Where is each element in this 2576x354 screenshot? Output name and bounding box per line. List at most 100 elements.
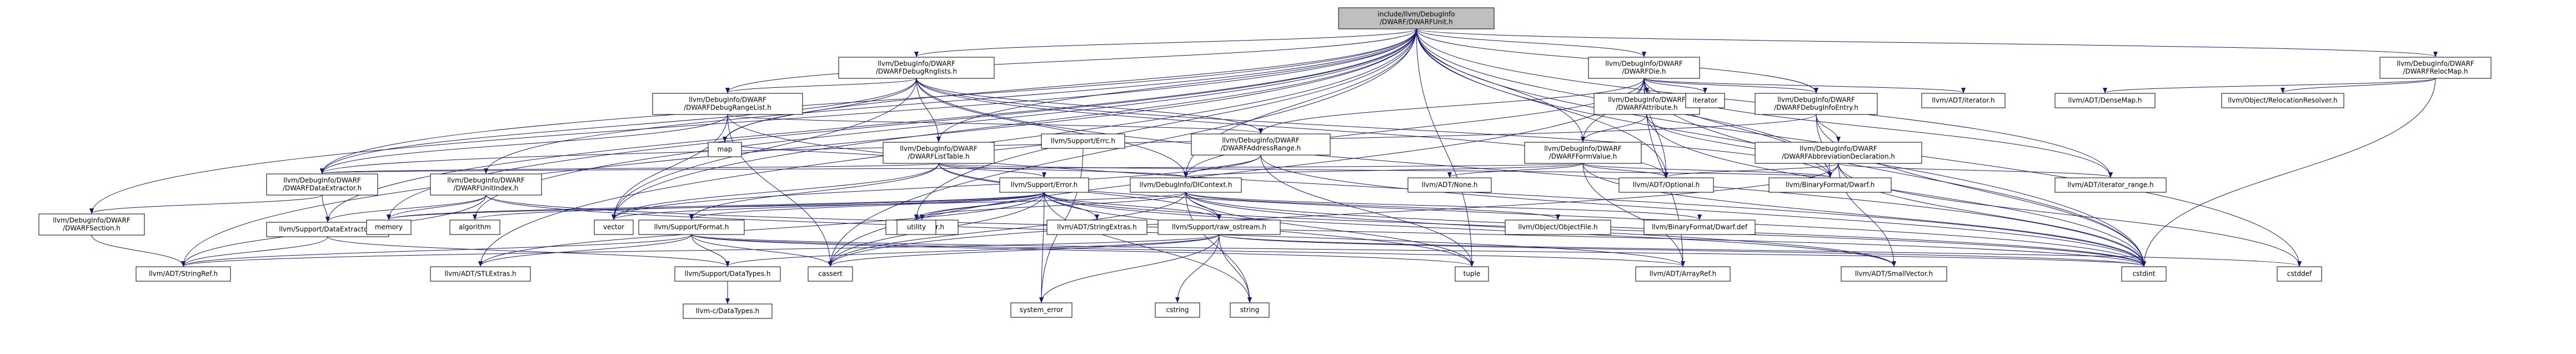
edge-formvalue-to-dicontext: [1184, 163, 1583, 178]
node-addressrange[interactable]: llvm/DebugInfo/DWARF/DWARFAddressRange.h: [1191, 133, 1331, 156]
node-abbrevdecl[interactable]: llvm/DebugInfo/DWARF/DWARFAbbreviationDe…: [1755, 142, 1922, 164]
node-relocmap[interactable]: llvm/DebugInfo/DWARF/DWARFRelocMap.h: [2379, 57, 2492, 79]
node-cdatatypes[interactable]: llvm-c/DataTypes.h: [683, 303, 773, 319]
node-datatypes-box: [674, 266, 781, 282]
node-stringextras[interactable]: llvm/ADT/StringExtras.h: [1046, 220, 1147, 235]
edge-listtable-to-supporterror: [938, 163, 1046, 178]
node-system_error[interactable]: system_error: [1010, 302, 1073, 318]
node-stlextras[interactable]: llvm/ADT/STLExtras.h: [430, 266, 531, 282]
node-iterator[interactable]: iterator: [1685, 93, 1725, 108]
node-root-box: [1338, 7, 1495, 29]
node-dicontext-box: [1130, 177, 1242, 193]
node-root-label-0: include/llvm/DebugInfo: [1377, 11, 1455, 18]
node-stlextras-label-0: llvm/ADT/STLExtras.h: [444, 270, 516, 278]
node-utility[interactable]: utility: [896, 220, 936, 235]
node-iterrange[interactable]: llvm/ADT/iterator_range.h: [2054, 177, 2167, 193]
node-dwarfh[interactable]: llvm/BinaryFormat/Dwarf.h: [1768, 177, 1892, 193]
edge-root-to-relocmap: [1416, 28, 2438, 57]
node-datatypes[interactable]: llvm/Support/DataTypes.h: [674, 266, 781, 282]
node-debugrnglists[interactable]: llvm/DebugInfo/DWARF/DWARFDebugRnglists.…: [838, 57, 995, 79]
node-formvalue-label-1: /DWARFFormValue.h: [1549, 153, 1617, 161]
edge-relocmap-to-relocresolver: [2281, 78, 2436, 93]
node-densemap-box: [2054, 93, 2156, 108]
edge-supporterror-to-utility: [914, 192, 1045, 220]
node-raw_ostream[interactable]: llvm/Support/raw_ostream.h: [1157, 220, 1281, 235]
node-memory[interactable]: memory: [366, 220, 412, 235]
edge-die-to-debuginfoentry: [1643, 78, 1818, 93]
node-listtable[interactable]: llvm/DebugInfo/DWARF/DWARFListTable.h: [883, 142, 995, 164]
node-objectfile[interactable]: llvm/Object/ObjectFile.h: [1505, 220, 1611, 235]
node-map[interactable]: map: [708, 142, 742, 157]
edge-attribute-to-cstdint: [1646, 114, 2146, 267]
node-objectfile-box: [1505, 220, 1611, 235]
node-cstddef[interactable]: cstddef: [2277, 266, 2322, 282]
node-unitindex[interactable]: llvm/DebugInfo/DWARF/DWARFUnitIndex.h: [430, 173, 542, 196]
edge-debugrnglists-to-addressrange: [916, 78, 1263, 134]
node-formvalue[interactable]: llvm/DebugInfo/DWARF/DWARFFormValue.h: [1524, 142, 1642, 164]
node-supporterror[interactable]: llvm/Support/Error.h: [999, 177, 1089, 193]
edge-addressrange-to-cstdint: [1260, 154, 2146, 267]
edge-supportformat-to-tuple: [691, 234, 1474, 267]
edge-root-to-tuple: [1416, 28, 1474, 267]
edge-listtable-to-dataextractor: [320, 163, 939, 174]
node-supportformat-label-0: llvm/Support/Format.h: [654, 223, 729, 231]
node-optional-box: [1618, 177, 1714, 193]
node-smallvector-box: [1841, 266, 1947, 282]
node-cstdint-label-0: cstdint: [2133, 270, 2156, 278]
node-section[interactable]: llvm/DebugInfo/DWARF/DWARFSection.h: [38, 213, 145, 236]
node-arrayref[interactable]: llvm/ADT/ArrayRef.h: [1635, 266, 1731, 282]
node-dwarfdef-box: [1643, 220, 1756, 235]
node-relocresolver[interactable]: llvm/Object/RelocationResolver.h: [2221, 93, 2344, 108]
node-dicontext[interactable]: llvm/DebugInfo/DIContext.h: [1130, 177, 1242, 193]
node-iterator-label-0: iterator: [1693, 97, 1718, 104]
node-raw_ostream-label-0: llvm/Support/raw_ostream.h: [1172, 223, 1266, 231]
node-none-box: [1407, 177, 1492, 193]
edge-raw_ostream-to-system_error: [1039, 234, 1220, 303]
node-attribute[interactable]: llvm/DebugInfo/DWARF/DWARFAttribute.h: [1593, 93, 1700, 115]
node-dwarfdef[interactable]: llvm/BinaryFormat/Dwarf.def: [1643, 220, 1756, 235]
node-optional[interactable]: llvm/ADT/Optional.h: [1618, 177, 1714, 193]
node-debugrangelist-box: [652, 93, 803, 115]
node-cstring[interactable]: cstring: [1155, 302, 1200, 318]
node-string[interactable]: string: [1230, 302, 1270, 318]
edge-dicontext-to-objectfile: [1185, 192, 1560, 220]
node-vector[interactable]: vector: [594, 220, 634, 235]
node-listtable-label-1: /DWARFListTable.h: [908, 153, 969, 161]
edge-debugrangelist-to-vector: [612, 114, 728, 220]
node-system_error-box: [1010, 302, 1073, 318]
node-debugrnglists-box: [838, 57, 995, 79]
header-nodes: include/llvm/DebugInfo/DWARF/DWARFUnit.h…: [38, 7, 2492, 319]
node-cstdint[interactable]: cstdint: [2121, 266, 2167, 282]
node-dataextractor[interactable]: llvm/DebugInfo/DWARF/DWARFDataExtractor.…: [266, 173, 378, 196]
node-none[interactable]: llvm/ADT/None.h: [1407, 177, 1492, 193]
edge-attribute-to-dwarfh: [1646, 114, 1832, 178]
node-adtiterator[interactable]: llvm/ADT/iterator.h: [1921, 93, 2006, 108]
edge-debugrangelist-to-dataextractor: [320, 114, 728, 174]
node-die-label-1: /DWARFDie.h: [1622, 68, 1666, 76]
node-densemap[interactable]: llvm/ADT/DenseMap.h: [2054, 93, 2156, 108]
node-stringextras-box: [1046, 220, 1147, 235]
node-debuginfoentry[interactable]: llvm/DebugInfo/DWARF/DWARFDebugInfoEntry…: [1755, 93, 1878, 115]
node-tuple[interactable]: tuple: [1455, 266, 1489, 282]
node-die[interactable]: llvm/DebugInfo/DWARF/DWARFDie.h: [1588, 57, 1700, 79]
node-smallvector[interactable]: llvm/ADT/SmallVector.h: [1841, 266, 1947, 282]
node-stringref[interactable]: llvm/ADT/StringRef.h: [136, 266, 231, 282]
node-supportformat[interactable]: llvm/Support/Format.h: [638, 220, 745, 235]
node-debugrangelist[interactable]: llvm/DebugInfo/DWARF/DWARFDebugRangeList…: [652, 93, 803, 115]
edge-dicontext-to-tuple: [1185, 192, 1474, 267]
edge-supporterror-to-memory: [387, 192, 1045, 220]
edge-addressrange-to-tuple: [1260, 154, 1474, 267]
node-relocmap-box: [2379, 57, 2492, 79]
edge-section-to-stringref: [91, 235, 186, 267]
node-supporterror-box: [999, 177, 1089, 193]
node-supporterrc[interactable]: llvm/Support/Errc.h: [1041, 133, 1125, 149]
node-algorithm[interactable]: algorithm: [449, 220, 500, 235]
node-relocmap-label-0: llvm/DebugInfo/DWARF: [2397, 60, 2474, 68]
node-iterator-box: [1685, 93, 1725, 108]
node-adtiterator-box: [1921, 93, 2006, 108]
edge-debugrnglists-to-listtable: [916, 78, 941, 142]
node-adtiterator-label-0: llvm/ADT/iterator.h: [1932, 97, 1994, 104]
edge-formvalue-to-arrayref: [1582, 163, 1685, 267]
node-cassert[interactable]: cassert: [808, 266, 853, 282]
node-relocmap-label-1: /DWARFRelocMap.h: [2403, 68, 2468, 76]
